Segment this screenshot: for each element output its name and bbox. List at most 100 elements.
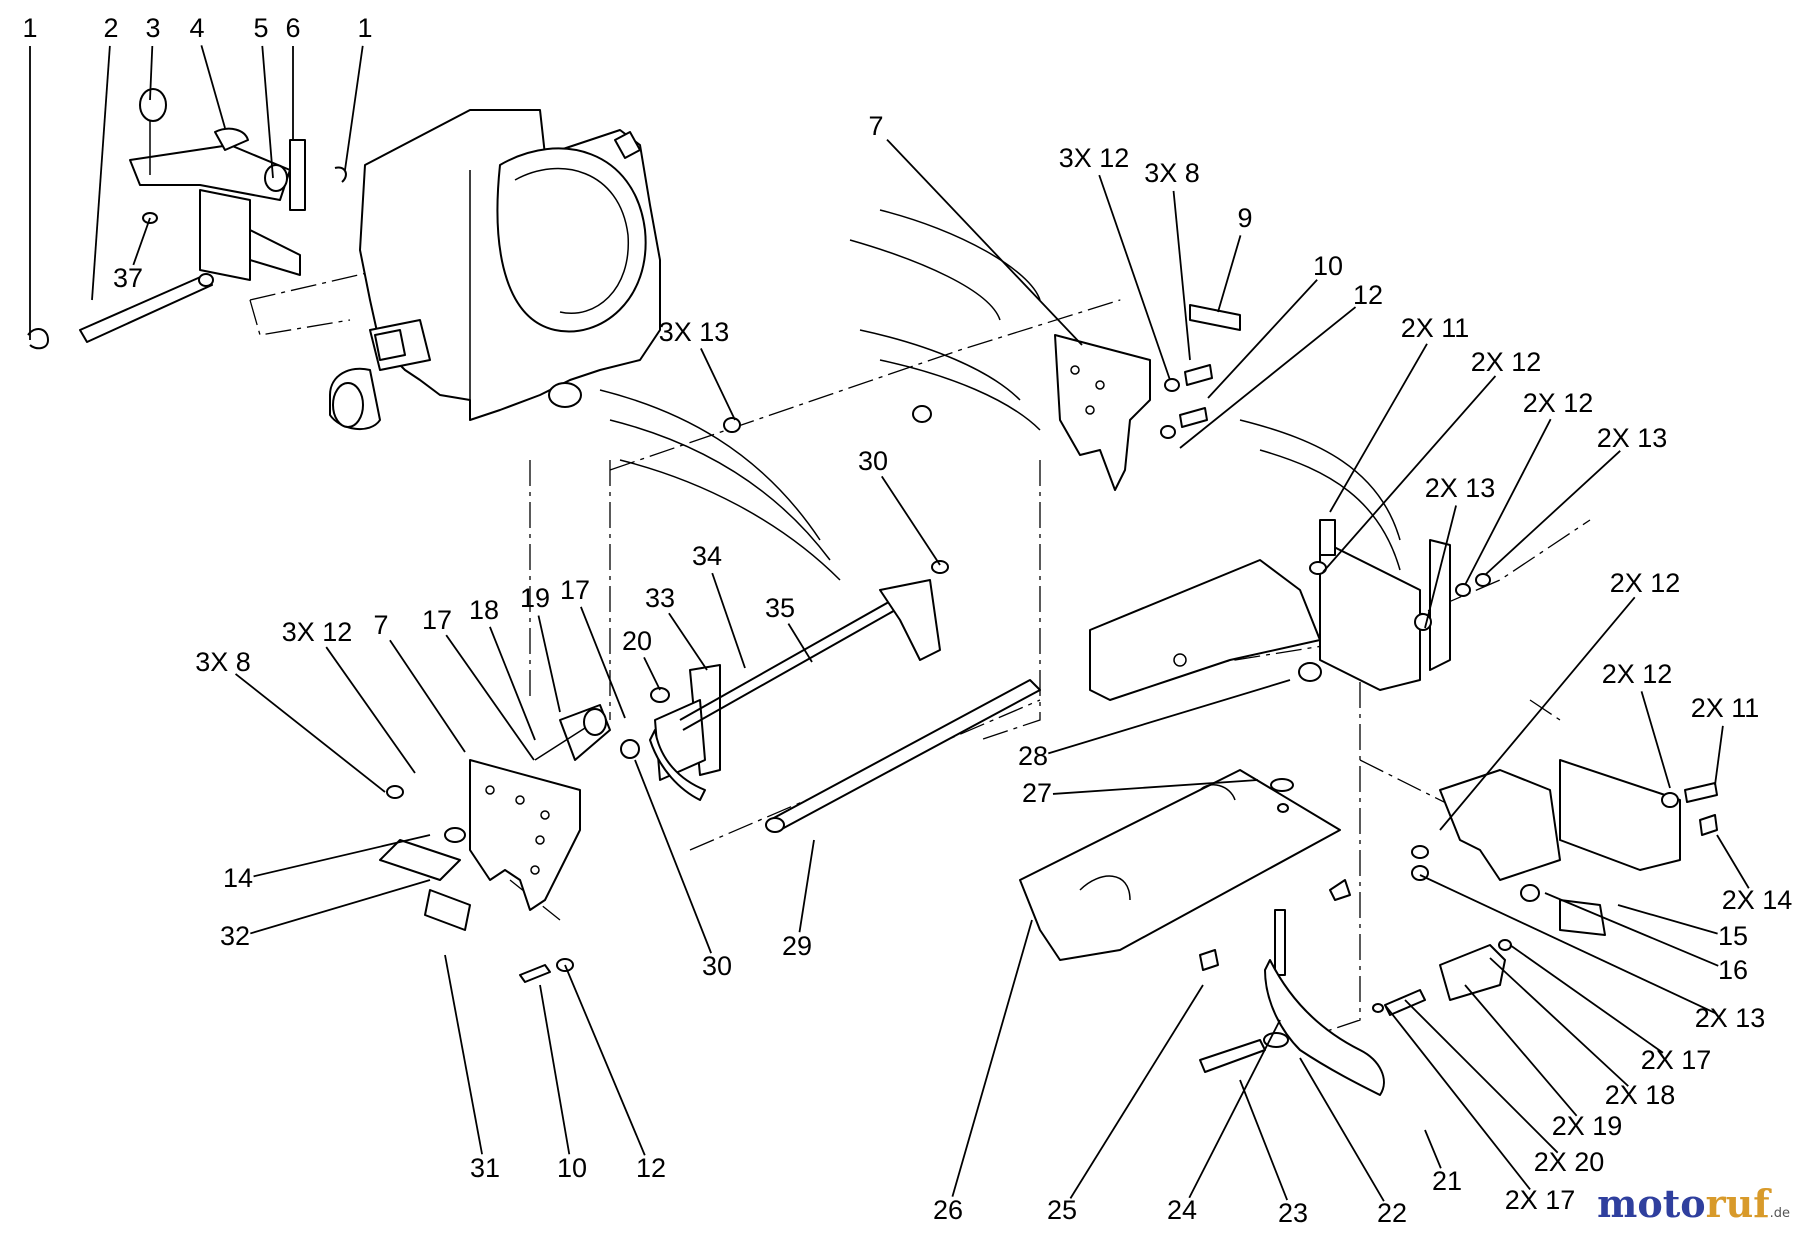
callout-label-c40: 28: [1018, 741, 1048, 771]
callout-label-c57: 24: [1167, 1195, 1197, 1225]
callout-label-c17: 2X 12: [1471, 347, 1542, 377]
leader-line-c48: [1419, 874, 1716, 1015]
leader-line-c28: [489, 626, 536, 741]
leader-line-c5: [261, 45, 274, 179]
callout-label-c8: 37: [113, 263, 143, 293]
callout-label-c10: 7: [868, 111, 883, 141]
leader-line-c37: [564, 964, 646, 1156]
leader-line-c27: [643, 656, 661, 691]
callout-label-c19: 2X 13: [1597, 423, 1668, 453]
callout-label-c25: 19: [520, 583, 550, 613]
leader-line-c9: [700, 348, 736, 421]
callout-label-c9: 3X 13: [659, 317, 730, 347]
leader-line-c41: [1052, 779, 1259, 795]
leader-line-c44: [1714, 725, 1724, 786]
leader-line-c25: [537, 615, 561, 713]
callout-label-c54: 21: [1432, 1166, 1462, 1196]
leader-line-c34: [250, 879, 431, 935]
callout-label-c51: 2X 19: [1552, 1111, 1623, 1141]
leader-line-c15: [1179, 306, 1357, 449]
leader-line-c45: [1716, 834, 1750, 889]
callout-label-c43: 2X 12: [1602, 659, 1673, 689]
callout-label-c34: 32: [220, 921, 250, 951]
callout-label-c27: 20: [622, 626, 652, 656]
leader-line-c47: [1544, 892, 1719, 967]
leader-line-c51: [1464, 984, 1578, 1117]
callout-label-c48: 2X 13: [1695, 1003, 1766, 1033]
leader-line-c32: [234, 673, 386, 793]
leader-line-c7: [344, 45, 364, 171]
leader-line-c50: [1489, 957, 1629, 1087]
leader-line-c12: [1172, 190, 1191, 361]
callout-label-c46: 15: [1718, 921, 1748, 951]
callout-label-c14: 10: [1313, 251, 1343, 281]
leader-line-c33: [253, 834, 431, 878]
callout-label-c24: 35: [765, 593, 795, 623]
motoruf-logo: motoruf.de: [1597, 1181, 1790, 1226]
leader-line-c53: [1384, 1004, 1531, 1190]
callout-label-c23: 33: [645, 583, 675, 613]
frame-contours: [599, 209, 1401, 581]
leader-line-c38: [634, 759, 712, 954]
leader-line-c54: [1424, 1129, 1442, 1169]
leader-line-c42: [1439, 596, 1636, 831]
leader-line-c55: [1299, 1057, 1385, 1202]
logo-suffix: .de: [1769, 1206, 1790, 1221]
callout-label-c22: 34: [692, 541, 722, 571]
callout-label-c45: 2X 14: [1722, 885, 1793, 915]
callout-label-c21: 30: [858, 446, 888, 476]
leader-line-c57: [1188, 1019, 1281, 1199]
leader-line-c56: [1239, 1079, 1288, 1201]
leader-line-c39: [798, 839, 815, 933]
callout-label-c7: 1: [357, 13, 372, 43]
callout-label-c29: 17: [422, 605, 452, 635]
leader-line-c29: [445, 634, 535, 761]
callout-label-c38: 30: [702, 951, 732, 981]
logo-part-moto: moto: [1597, 1181, 1706, 1226]
leader-line-c59: [951, 919, 1033, 1197]
callout-label-c28: 18: [469, 595, 499, 625]
callout-label-c44: 2X 11: [1691, 693, 1760, 723]
callout-label-c52: 2X 20: [1534, 1147, 1605, 1177]
leader-line-c22: [711, 572, 746, 669]
leader-line-c52: [1404, 999, 1559, 1154]
transmission-housing: [329, 109, 661, 431]
leader-line-c24: [787, 623, 813, 663]
callout-label-c59: 26: [933, 1195, 963, 1225]
callout-label-c37: 12: [636, 1153, 666, 1183]
callout-label-c53: 2X 17: [1505, 1185, 1576, 1215]
callout-label-c55: 22: [1377, 1198, 1407, 1228]
callout-label-c42: 2X 12: [1610, 568, 1681, 598]
leader-line-c11: [1098, 174, 1171, 381]
callout-label-c26: 17: [560, 575, 590, 605]
leader-line-c2: [91, 45, 111, 301]
leader-line-c10: [886, 138, 1083, 346]
callout-label-c6: 6: [285, 13, 300, 43]
callout-label-c4: 4: [189, 13, 204, 43]
leader-line-c3: [149, 45, 154, 101]
leader-lines: [29, 45, 1750, 1202]
callout-label-c3: 3: [145, 13, 160, 43]
callout-label-c2: 2: [103, 13, 118, 43]
pedal-bracket-assembly: [379, 560, 1041, 983]
callout-label-c47: 16: [1718, 955, 1748, 985]
leader-line-c16: [1329, 343, 1428, 513]
callout-label-c15: 12: [1353, 280, 1383, 310]
leader-line-c20: [1424, 505, 1457, 629]
logo-part-ruf: ruf: [1705, 1181, 1770, 1226]
leader-line-c21: [881, 475, 941, 566]
leader-line-c26: [580, 606, 626, 719]
leader-line-c43: [1640, 691, 1671, 789]
callout-label-c16: 2X 11: [1401, 313, 1470, 343]
callout-label-c35: 31: [470, 1153, 500, 1183]
callout-label-c32: 3X 8: [195, 647, 251, 677]
leader-line-c17: [1322, 375, 1497, 573]
callout-label-c31: 3X 12: [282, 617, 353, 647]
callout-label-c11: 3X 12: [1059, 143, 1130, 173]
hitch-lever-bracket: [27, 88, 347, 350]
callout-label-c18: 2X 12: [1523, 388, 1594, 418]
callout-label-c5: 5: [253, 13, 268, 43]
leader-line-c23: [668, 612, 708, 671]
